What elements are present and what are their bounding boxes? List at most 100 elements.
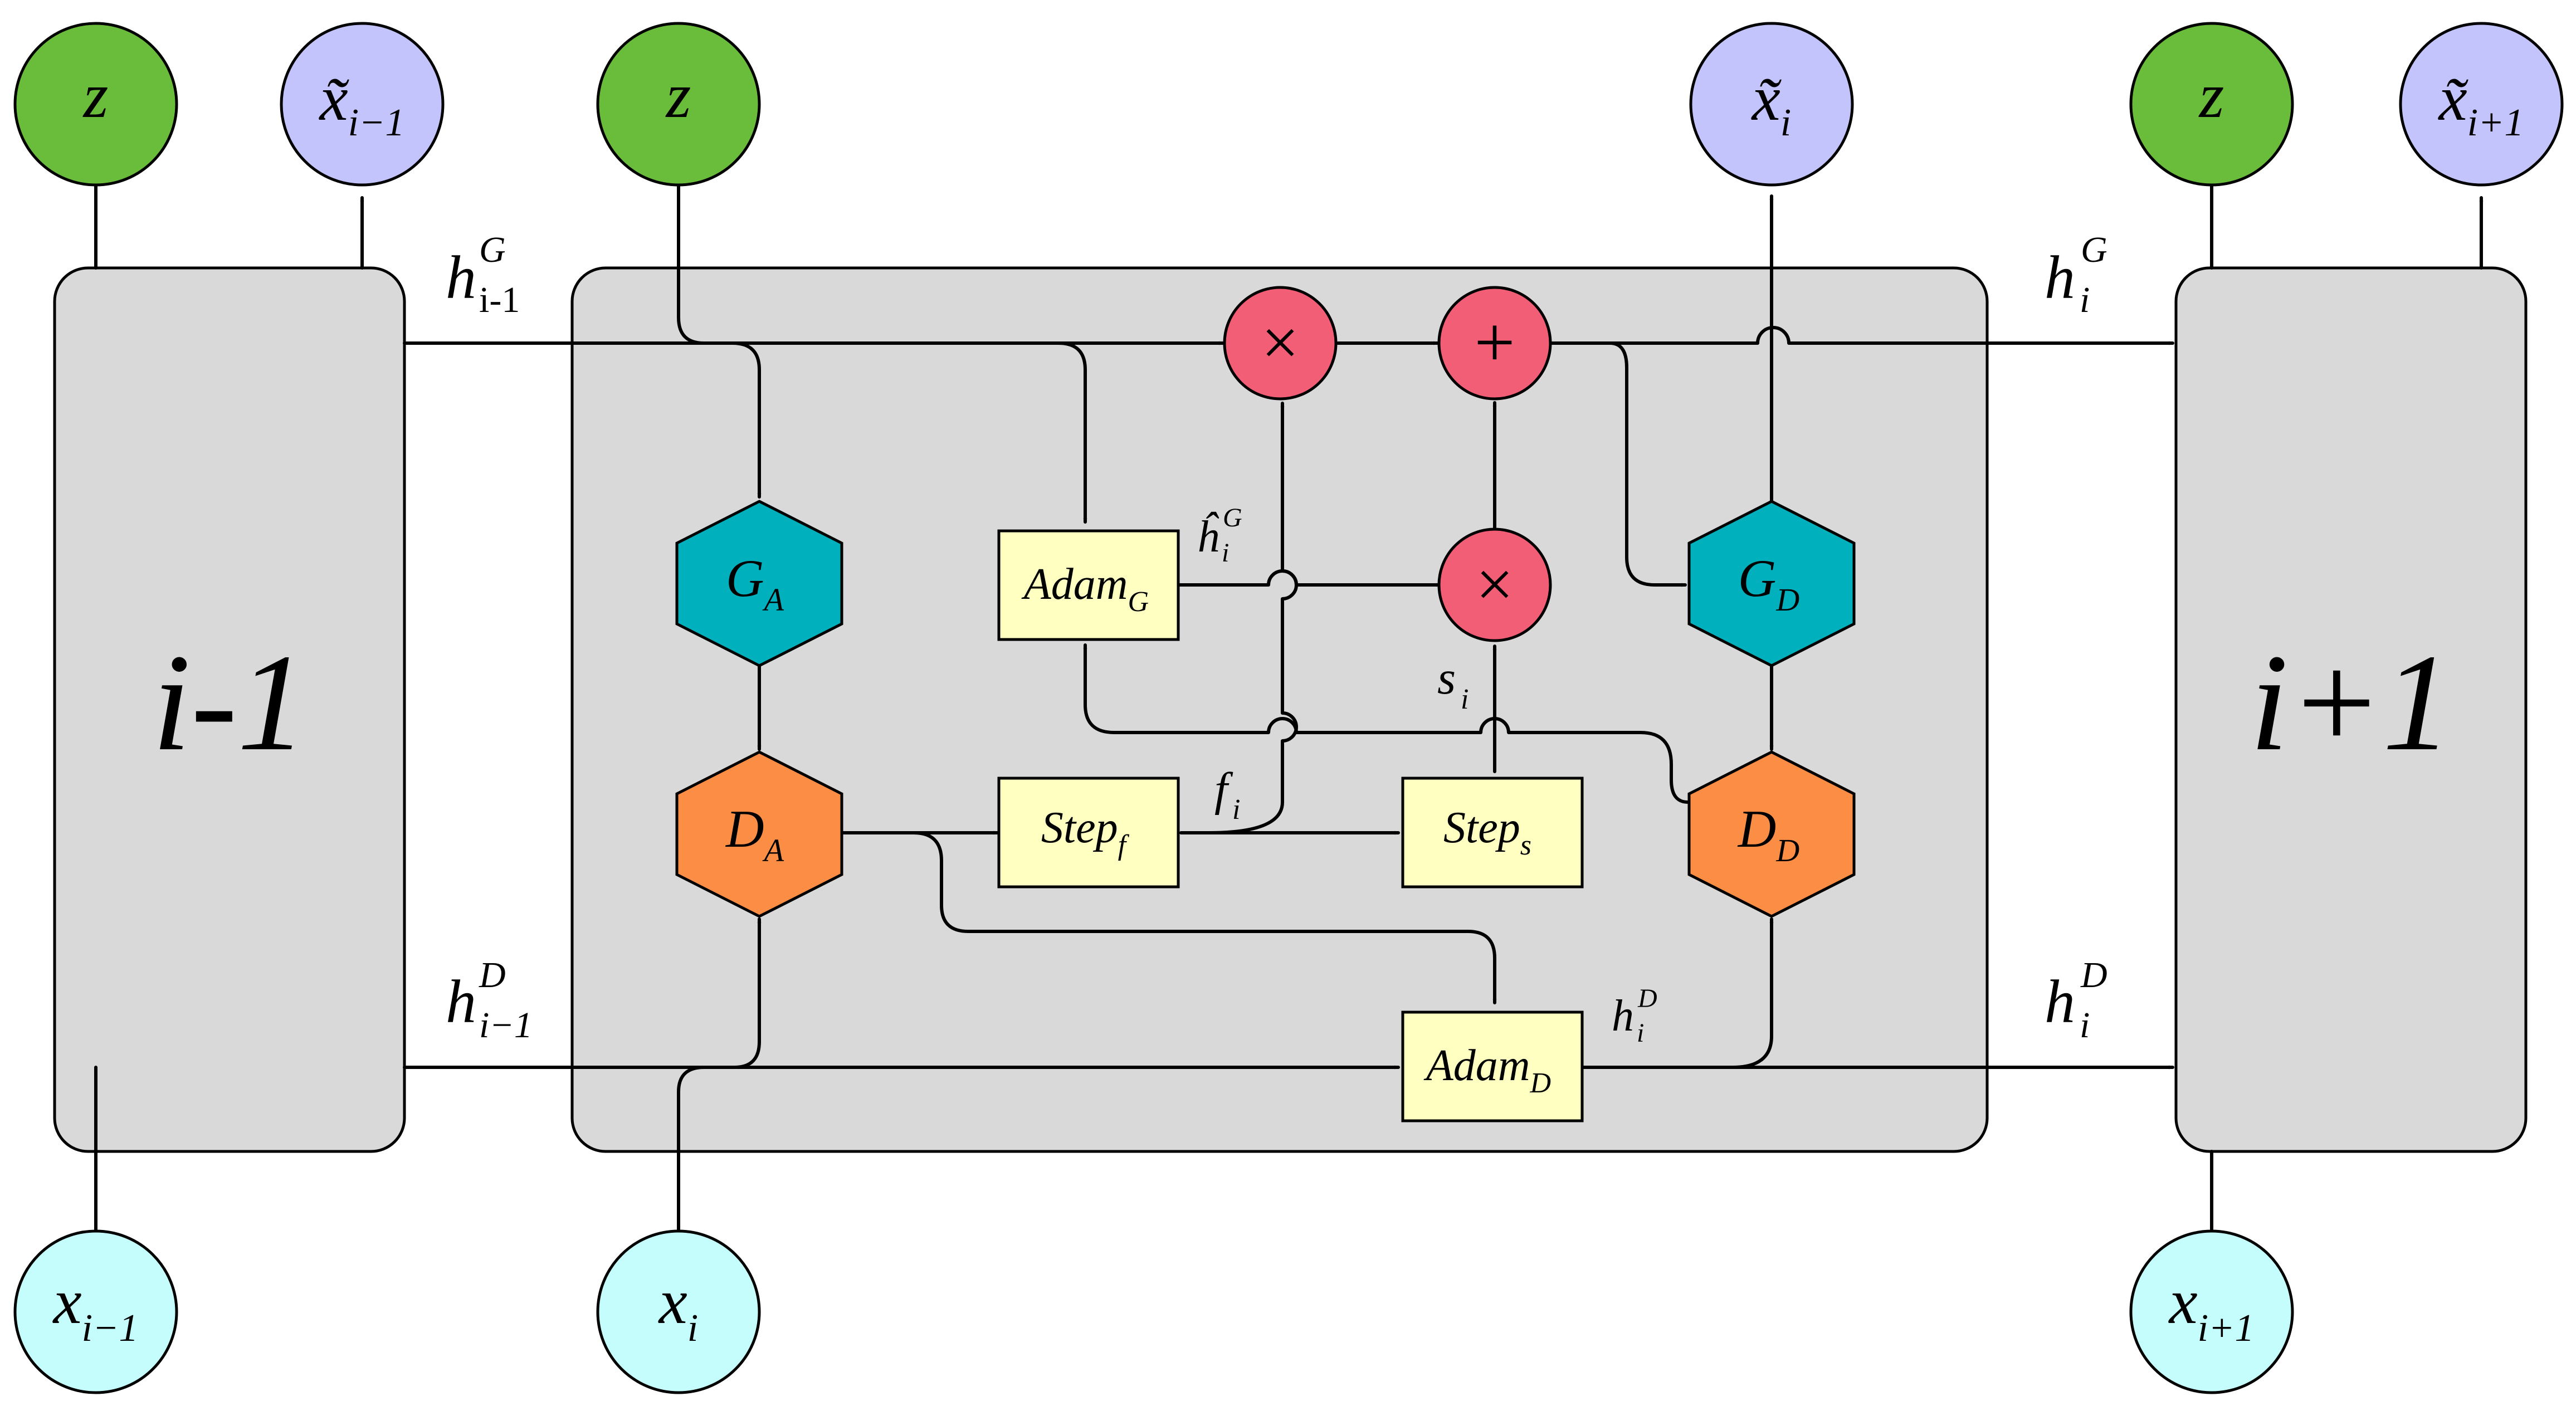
svg-text:AdamG: AdamG [1021,560,1149,618]
discriminator-hexagon-dd: DD [1687,750,1856,918]
label-hD-inner-base: h [1612,992,1634,1041]
label-hG-next: h G i [2045,230,2107,320]
label-hhat-G-base: ĥ [1197,512,1219,562]
step-f-block: Stepf [997,777,1180,888]
connections [94,182,2484,1233]
x-node-next: xi+1 [2129,1229,2294,1394]
label-hhat-G: ĥ G i [1197,503,1242,568]
label-hD-next-sup: D [2080,955,2107,995]
label-hD-next-sub: i [2080,1005,2090,1046]
cell-next-label: i+1 [2250,626,2452,780]
svg-text:x̃i−1: x̃i−1 [319,63,405,144]
step-s-base: Step [1443,803,1520,852]
label-hG-prev-sup: G [479,230,506,270]
plus-operator-glyph: + [1474,302,1515,383]
x-prev-base: x [52,1266,82,1337]
svg-text:GA: GA [726,549,784,618]
x-current-base: x [658,1266,687,1337]
multiply-operator-mid-glyph: × [1476,547,1514,621]
plus-operator: + [1437,286,1552,401]
z-node-prev-label: z [82,60,109,131]
xtilde-prev-sub: i−1 [348,101,405,144]
xtilde-next-sub: i+1 [2467,101,2524,144]
label-s-base: s [1437,652,1456,704]
adam-g-base: Adam [1021,560,1128,609]
multiply-operator-top-glyph: × [1261,305,1299,379]
label-hG-next-sup: G [2081,230,2107,270]
label-hhat-G-sub: i [1222,538,1229,568]
gd-sub: D [1775,582,1799,618]
svg-text:xi+1: xi+1 [2168,1266,2255,1350]
gd-base: G [1738,549,1777,608]
x-node-prev: xi−1 [13,1229,178,1394]
svg-text:xi−1: xi−1 [52,1266,139,1350]
label-hD-prev-sub: i−1 [479,1005,533,1046]
svg-text:xi: xi [658,1266,699,1350]
z-node-next: z [2129,22,2294,187]
step-s-sub: s [1520,829,1531,861]
cell-current-box [570,266,1989,1153]
x-node-current: xi [596,1229,761,1394]
z-node-next-label: z [2198,60,2224,131]
cell-next-box [2174,266,2528,1153]
xtilde-next-base: x̃ [2438,63,2469,134]
cell-prev-box [53,266,406,1153]
label-f-sub: i [1232,794,1240,826]
z-node-prev: z [13,22,178,187]
ga-base: G [726,549,764,608]
xtilde-node-next: x̃i+1 [2399,22,2564,187]
xtilde-prev-base: x̃ [319,63,350,134]
label-hhat-G-sup: G [1223,503,1242,533]
label-hD-prev: h D i−1 [446,955,533,1046]
label-hD-prev-sup: D [479,955,506,995]
adam-g-sub: G [1128,586,1149,618]
dd-base: D [1737,799,1777,858]
dd-sub: D [1775,832,1799,868]
generator-hexagon-gd: GD [1687,500,1856,667]
xtilde-node-current: x̃i [1689,22,1854,187]
label-hG-next-base: h [2045,243,2075,311]
adam-d-block: AdamD [1401,1010,1584,1122]
label-hG-next-sub: i [2080,280,2090,320]
label-hG-prev-sub: i-1 [479,280,520,320]
xtilde-node-prev: x̃i−1 [280,22,445,187]
label-hD-next: h D i [2045,955,2107,1046]
svg-text:GD: GD [1738,549,1800,618]
label-hD-prev-base: h [446,968,476,1036]
svg-text:DA: DA [725,799,784,868]
z-node-current-label: z [665,60,691,131]
adam-d-sub: D [1530,1067,1552,1099]
ga-sub: A [762,582,784,618]
svg-text:AdamD: AdamD [1423,1041,1551,1099]
label-hD-inner-sub: i [1637,1018,1644,1048]
label-hD-inner: h D i [1612,984,1657,1048]
da-base: D [725,799,764,858]
cell-prev-label: i-1 [152,626,307,780]
svg-text:DD: DD [1737,799,1800,868]
svg-text:Steps: Steps [1443,803,1531,861]
xtilde-current-base: x̃ [1751,63,1782,134]
svg-text:x̃i+1: x̃i+1 [2438,63,2524,144]
x-next-base: x [2168,1266,2198,1337]
label-hG-prev-base: h [446,243,476,311]
svg-text:Stepf: Stepf [1041,803,1130,861]
label-hD-inner-sup: D [1637,984,1657,1013]
x-current-sub: i [687,1307,698,1350]
label-s-sub: i [1461,684,1468,715]
svg-text:x̃i: x̃i [1751,63,1792,144]
multiply-operator-top: × [1223,286,1338,401]
generator-hexagon-ga: GA [675,500,843,667]
discriminator-hexagon-da: DA [675,750,843,918]
x-next-sub: i+1 [2198,1307,2255,1350]
da-sub: A [762,832,784,868]
label-s-i: s i [1437,652,1468,715]
step-f-base: Step [1041,803,1118,852]
x-prev-sub: i−1 [82,1307,139,1350]
adam-g-block: AdamG [997,529,1180,641]
step-s-block: Steps [1401,777,1584,888]
adam-d-base: Adam [1423,1041,1530,1090]
label-hG-prev: h G i-1 [446,230,520,320]
z-node-current: z [596,22,761,187]
xtilde-current-sub: i [1780,101,1791,144]
